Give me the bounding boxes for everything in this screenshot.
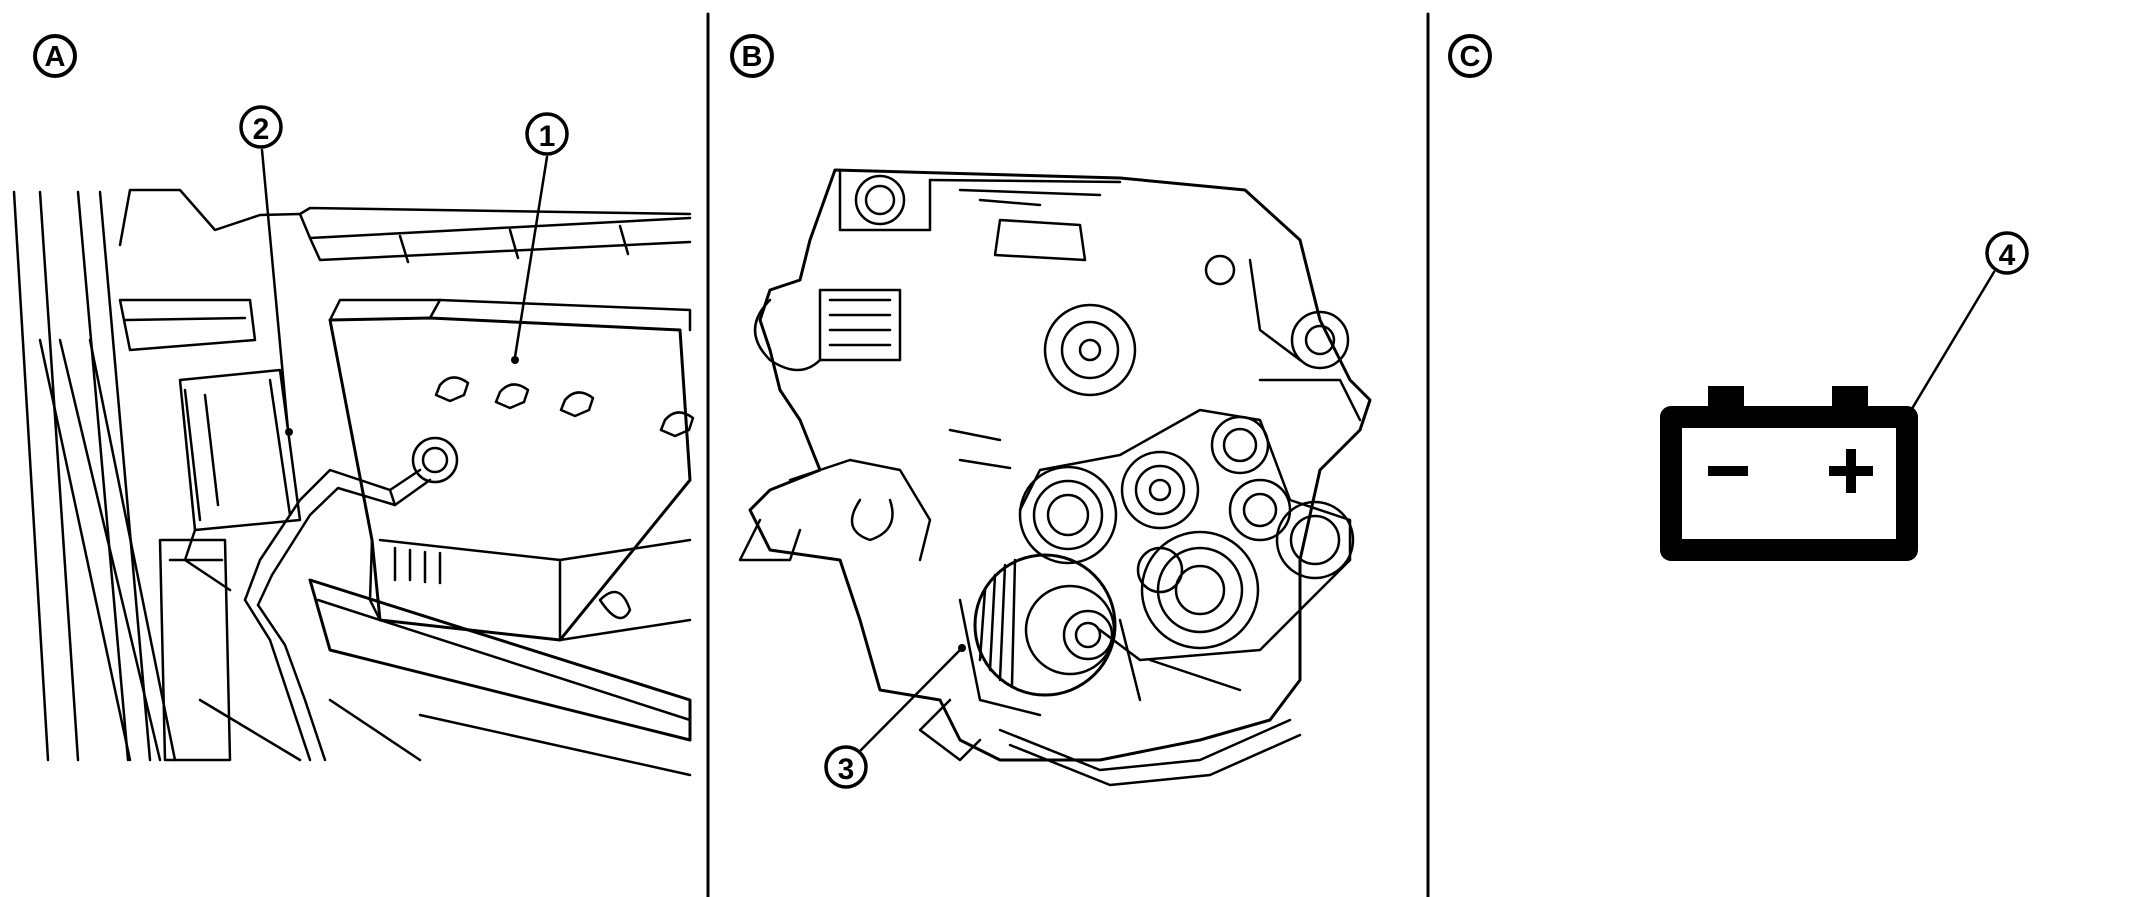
panel-label-c: C xyxy=(1448,34,1492,78)
panel-label-b-text: B xyxy=(742,41,763,73)
panel-label-a: A xyxy=(33,34,77,78)
callout-4: 4 xyxy=(1905,231,2029,419)
battery-body xyxy=(1660,406,1918,561)
battery-plus-sign-vertical xyxy=(1846,449,1856,493)
battery-warning-icon xyxy=(1660,386,1918,561)
callout-4-label: 4 xyxy=(1999,239,2016,272)
callout-3: 3 xyxy=(824,644,966,789)
callout-3-label: 3 xyxy=(838,753,855,786)
panel-label-c-text: C xyxy=(1460,41,1481,73)
callout-1-label: 1 xyxy=(539,120,556,153)
battery-minus-sign xyxy=(1708,466,1748,476)
panel-label-a-text: A xyxy=(45,41,66,73)
panel-a-engine-bay-illustration xyxy=(12,188,695,777)
callout-1: 1 xyxy=(511,112,569,364)
panel-label-b: B xyxy=(730,34,774,78)
panel-b-engine-illustration xyxy=(738,168,1372,787)
callout-2: 2 xyxy=(239,105,293,436)
callout-2-label: 2 xyxy=(253,113,270,146)
